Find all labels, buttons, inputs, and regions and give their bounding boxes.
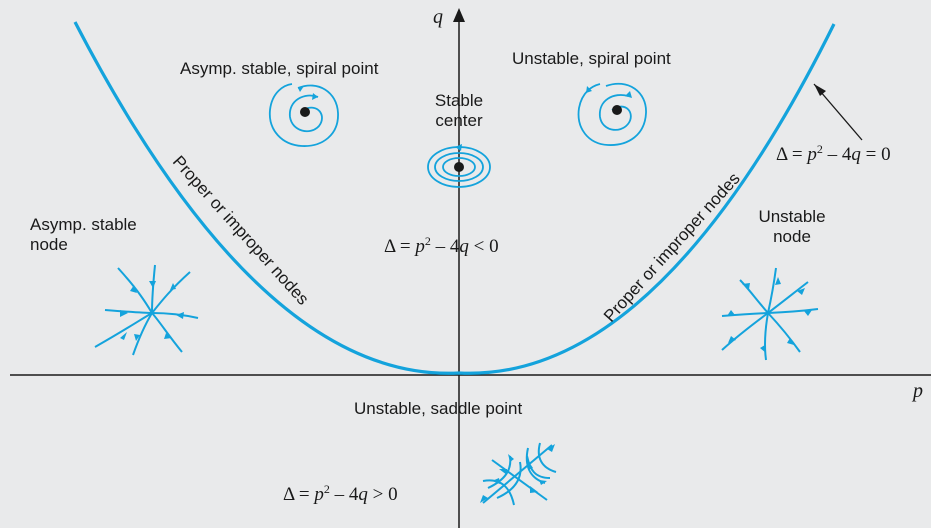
- q-axis-label: q: [433, 6, 443, 28]
- outside-eq-p: p: [314, 484, 324, 505]
- center-label-line2: center: [435, 111, 483, 130]
- outside-eq-delta: Δ: [283, 484, 295, 505]
- q-axis-arrowhead: [453, 8, 465, 22]
- stable-spiral-label: Asymp. stable, spiral point: [180, 59, 379, 78]
- curve-pointer-arrowhead: [814, 84, 826, 96]
- unstable-node-label-line2: node: [773, 227, 811, 246]
- boundary-eq-p: p: [807, 144, 817, 165]
- saddle-point-icon: [480, 442, 557, 506]
- inside-eq-delta: Δ: [384, 236, 396, 257]
- parabola-curve: [73, 21, 836, 375]
- unstable-node-icon: [721, 267, 819, 361]
- outside-eq-minus4: – 4: [334, 484, 359, 505]
- outside-equation: Δ = p2 – 4q > 0: [283, 482, 398, 505]
- inside-eq-minus4: – 4: [435, 236, 460, 257]
- unstable-node-label: Unstable node: [752, 207, 832, 247]
- boundary-eq-minus4: – 4: [827, 144, 852, 165]
- boundary-equation: Δ = p2 – 4q = 0: [776, 142, 891, 165]
- inside-equation: Δ = p2 – 4q < 0: [384, 234, 499, 257]
- center-icon: [427, 144, 491, 188]
- center-label: Stable center: [420, 91, 498, 131]
- stable-spiral-icon: [269, 83, 339, 147]
- outside-eq-rhs: > 0: [372, 484, 398, 505]
- stable-node-label-line2: node: [30, 235, 68, 254]
- boundary-eq-rhs: = 0: [865, 144, 891, 165]
- stable-node-icon: [94, 264, 199, 356]
- inside-eq-q: q: [459, 236, 469, 257]
- stable-node-label-line1: Asymp. stable: [30, 215, 137, 234]
- unstable-spiral-label: Unstable, spiral point: [512, 49, 671, 68]
- center-label-line1: Stable: [434, 91, 484, 110]
- saddle-point-label: Unstable, saddle point: [354, 399, 523, 418]
- inside-eq-rhs: < 0: [473, 236, 499, 257]
- boundary-eq-delta: Δ: [776, 144, 788, 165]
- p-axis-label: p: [913, 380, 923, 402]
- boundary-eq-q: q: [851, 144, 861, 165]
- inside-eq-p: p: [415, 236, 425, 257]
- unstable-spiral-icon: [577, 82, 647, 146]
- unstable-node-label-line1: Unstable: [758, 207, 826, 226]
- outside-eq-q: q: [358, 484, 368, 505]
- stable-node-label: Asymp. stable node: [30, 215, 150, 255]
